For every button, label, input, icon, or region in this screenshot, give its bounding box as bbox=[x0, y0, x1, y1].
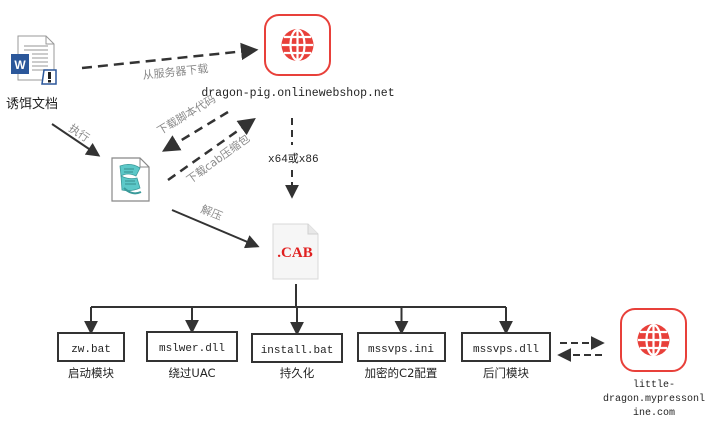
c2-domain-1: dragon-pig.onlinewebshop.net bbox=[201, 87, 394, 100]
cab-file-icon bbox=[272, 223, 319, 280]
file-description: 启动模块 bbox=[68, 366, 114, 380]
file-node: zw.bat 启动模块 bbox=[57, 332, 125, 380]
cab-file-label: .CAB bbox=[277, 245, 312, 261]
file-name: mssvps.dll bbox=[473, 344, 539, 356]
file-name: zw.bat bbox=[71, 344, 111, 356]
tree-connectors bbox=[91, 284, 506, 308]
file-description: 绕过UAC bbox=[168, 366, 215, 380]
edge-label-download-cab: 下载cab压缩包 bbox=[184, 132, 252, 186]
script-file-node bbox=[111, 157, 150, 202]
edge-label-download-from-server: 从服务器下载 bbox=[142, 62, 209, 82]
edge-label-download-script: 下载脚本代码 bbox=[154, 92, 218, 138]
file-node: mssvps.dll 后门模块 bbox=[461, 332, 551, 380]
file-name: install.bat bbox=[261, 345, 334, 357]
file-arrows bbox=[84, 307, 513, 336]
edge-extract bbox=[171, 209, 260, 249]
edge-label-arch: x64或x86 bbox=[268, 152, 319, 166]
edge-download-script bbox=[162, 110, 229, 152]
file-node: mslwer.dll 绕过UAC bbox=[146, 331, 238, 380]
c2-domain-2-line-1: little- bbox=[633, 379, 675, 391]
c2-server-node-1: dragon-pig.onlinewebshop.net bbox=[201, 14, 395, 100]
c2-domain-2-line-3: ine.com bbox=[633, 407, 675, 419]
file-node: mssvps.ini 加密的C2配置 bbox=[357, 332, 446, 380]
word-document-icon: W bbox=[11, 35, 57, 85]
script-file-icon bbox=[111, 157, 150, 202]
c2-server-node-2: little- dragon.mypressonl ine.com bbox=[603, 308, 705, 419]
file-description: 持久化 bbox=[280, 366, 315, 380]
file-description: 加密的C2配置 bbox=[365, 366, 438, 380]
edge-label-execute: 执行 bbox=[66, 121, 92, 145]
edge-download-cab bbox=[167, 117, 256, 182]
file-boxes: zw.bat 启动模块 mslwer.dll 绕过UAC install.bat… bbox=[57, 331, 551, 380]
edge-download-from-server bbox=[81, 42, 259, 70]
edge-execute bbox=[51, 123, 101, 157]
lure-document-node: W 诱饵文档 bbox=[6, 35, 58, 112]
globe-icon bbox=[281, 28, 314, 62]
file-node: install.bat 持久化 bbox=[251, 333, 343, 380]
c2-domain-2-line-2: dragon.mypressonl bbox=[603, 393, 705, 405]
cab-file-node: .CAB bbox=[272, 223, 319, 280]
file-name: mssvps.ini bbox=[368, 344, 434, 356]
file-description: 后门模块 bbox=[483, 366, 529, 380]
edge-label-extract: 解压 bbox=[199, 202, 225, 223]
svg-text:W: W bbox=[14, 58, 26, 72]
globe-icon bbox=[637, 323, 670, 357]
lure-document-label: 诱饵文档 bbox=[6, 97, 58, 112]
file-name: mslwer.dll bbox=[159, 343, 225, 355]
